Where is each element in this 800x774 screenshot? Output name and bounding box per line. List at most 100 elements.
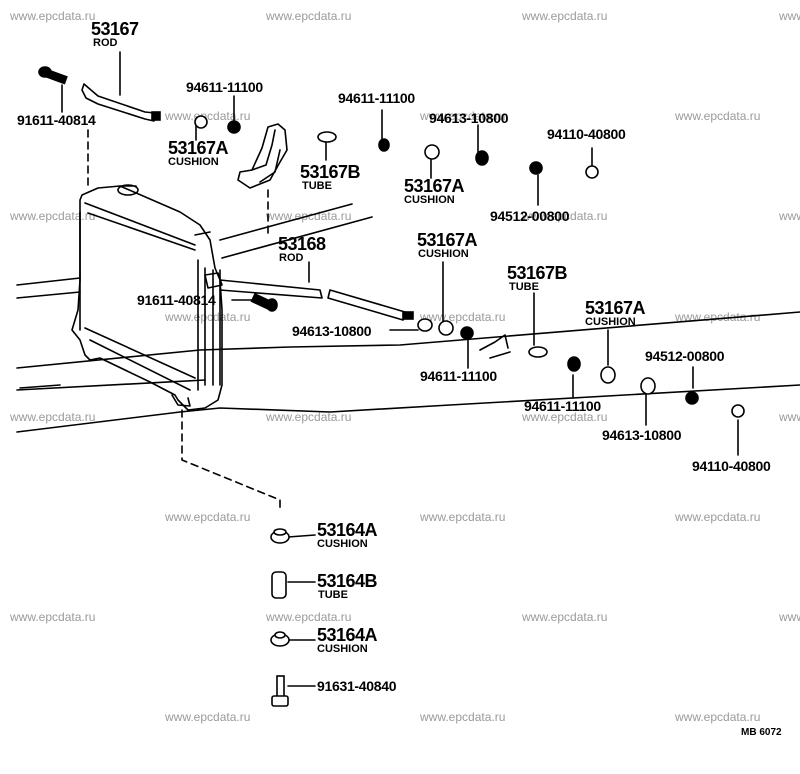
part-name-label: CUSHION [585,316,636,328]
watermark: www.epcdata.ru [165,109,251,123]
watermark: www.epcdata.ru [420,109,506,123]
part-name-label: TUBE [318,589,348,601]
part-number-label[interactable]: 53167A [168,138,229,158]
part-number-label[interactable]: 53167A [404,176,465,196]
part-name-label: TUBE [509,281,539,293]
part-name-label: ROD [93,37,118,49]
diagram-code: MB 6072 [741,727,782,738]
washer-icon [640,377,656,395]
frame-rail [16,384,800,433]
part-number-label[interactable]: 94110-40800 [547,126,626,142]
part-number-label[interactable]: 94613-10800 [292,323,372,339]
part-name-label: CUSHION [404,194,455,206]
radiator-cap [117,184,139,196]
nut-icon [731,404,745,418]
part-name-label: ROD [279,252,304,264]
watermark: www.epcdata.ru [779,610,800,624]
watermark: www.epcdata.ru [10,209,96,223]
part-number-label[interactable]: 53167 [91,19,139,39]
watermark: www.epcdata.ru [266,410,352,424]
watermark: www.epcdata.ru [10,9,96,23]
part-number-label[interactable]: 53167B [507,263,568,283]
part-number-label[interactable]: 94611-11100 [338,90,415,106]
watermark: www.epcdata.ru [165,310,251,324]
radiator-bracket [204,272,223,289]
part-number-label[interactable]: 94512-00800 [645,348,725,364]
part-number-label[interactable]: 53167A [585,298,646,318]
cushion-icon [600,366,616,384]
part-number-label[interactable]: 91611-40814 [17,112,96,128]
radiator-outline [71,185,223,411]
cushion-icon [424,144,440,160]
washer-icon [227,120,241,134]
tube-53164b-icon [271,571,287,599]
part-number-label[interactable]: 94611-11100 [420,368,497,384]
part-name-label: CUSHION [317,538,368,550]
watermark: www.epcdata.ru [10,610,96,624]
bolt-bottom-icon [271,675,289,707]
part-name-label: CUSHION [168,156,219,168]
part-number-label[interactable]: 94613-10800 [602,427,682,443]
watermark: www.epcdata.ru [420,310,506,324]
part-number-label[interactable]: 94613-10800 [429,110,509,126]
lockwasher-icon [685,391,699,405]
mount-bracket-inner [251,129,281,183]
part-number-label[interactable]: 94611-11100 [186,79,263,95]
watermark: www.epcdata.ru [266,9,352,23]
tube-icon [528,346,548,358]
dashed-leader [181,409,281,511]
watermark: www.epcdata.ru [165,510,251,524]
frame-rail [19,384,61,389]
bolt-top-icon [38,66,68,85]
part-number-label[interactable]: 53164A [317,520,378,540]
part-number-label[interactable]: 53167A [417,230,478,250]
mount-bracket [237,123,288,189]
rod-main [219,279,323,299]
part-number-label[interactable]: 94110-40800 [692,458,771,474]
watermark: www.epcdata.ru [779,410,800,424]
watermark: www.epcdata.ru [266,610,352,624]
mid-bracket [479,334,511,359]
part-number-label[interactable]: 91631-40840 [317,678,397,694]
cushion-53164a-icon [270,528,290,544]
rod-end-nut-icon [151,111,161,121]
watermark: www.epcdata.ru [675,510,761,524]
part-number-label[interactable]: 94512-00800 [490,208,570,224]
radiator-top-tank [84,202,196,251]
part-name-label: TUBE [302,180,332,192]
watermark: www.epcdata.ru [675,710,761,724]
watermark: www.epcdata.ru [522,410,608,424]
watermark: www.epcdata.ru [522,610,608,624]
part-number-label[interactable]: 53167B [300,162,361,182]
watermark: www.epcdata.ru [779,9,800,23]
tube-icon [317,131,337,143]
cushion-53164a-icon [270,631,290,647]
frame-rail [16,379,206,391]
washer-icon [475,150,489,166]
part-number-label[interactable]: 53164B [317,571,378,591]
rod-end-bolt-icon [402,311,414,320]
watermark: www.epcdata.ru [522,209,608,223]
watermark: www.epcdata.ru [165,710,251,724]
washer-icon [567,356,581,372]
watermark: www.epcdata.ru [10,410,96,424]
washer-icon [417,318,433,332]
radiator-bottom-tank [84,327,196,391]
part-number-label[interactable]: 91611-40814 [137,292,216,308]
frame-rail [219,203,353,241]
radiator-bottom-foot [171,394,191,407]
lockwasher-icon [529,161,543,175]
part-number-label[interactable]: 53168 [278,234,326,254]
watermark: www.epcdata.ru [675,109,761,123]
washer-icon [460,326,474,340]
part-number-label[interactable]: 94611-11100 [524,398,601,414]
watermark: www.epcdata.ru [420,510,506,524]
radiator-side-post [194,231,221,391]
cushion-icon [438,320,454,336]
leader-line [287,534,316,538]
nut-icon [585,165,599,179]
part-number-label[interactable]: 53164A [317,625,378,645]
watermark: www.epcdata.ru [779,209,800,223]
